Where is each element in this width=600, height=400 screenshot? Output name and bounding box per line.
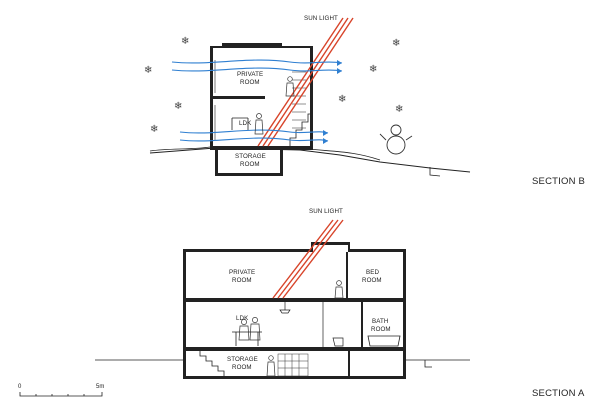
house-b-stair-treads <box>292 71 306 129</box>
sun-rays-b <box>257 17 354 147</box>
bathtub <box>367 335 401 347</box>
private-room-label-a-2: ROOM <box>232 277 252 284</box>
house-a-bath-partition <box>361 302 363 347</box>
airflow-upper-1 <box>171 59 343 64</box>
storage-b-right-wall <box>280 150 283 176</box>
svg-text:❄: ❄ <box>150 124 158 135</box>
house-a-skylight-right <box>348 242 350 252</box>
sun-rays-a <box>272 219 344 299</box>
bed-room-label-1: BED <box>366 269 379 276</box>
svg-text:❄: ❄ <box>181 36 189 47</box>
bed-room-label-2: ROOM <box>362 277 382 284</box>
svg-text:❄: ❄ <box>338 94 346 105</box>
airflow-arrows <box>323 60 342 144</box>
airflow-upper-2 <box>171 67 343 72</box>
dining-table <box>232 331 262 346</box>
toilet <box>332 337 344 347</box>
ldk-label-a: LDK <box>236 315 249 322</box>
house-b-table <box>231 117 249 130</box>
house-a-right-wall <box>403 249 406 379</box>
house-a-roof-right <box>350 249 406 252</box>
airflow-lower-2 <box>179 137 329 142</box>
basement-stair <box>199 351 225 376</box>
sun-light-label-b: SUN LIGHT <box>304 15 338 22</box>
section-b-title: SECTION B <box>532 176 585 187</box>
section-b: ❄ ❄ ❄ ❄ ❄ ❄ ❄ ❄ SUN LIGHT PRIVATE ROOM L… <box>144 15 585 187</box>
storage-room-label-b-1: STORAGE <box>235 153 266 160</box>
svg-text:❄: ❄ <box>369 64 377 75</box>
airflow-lower-1 <box>179 129 329 134</box>
sun-light-label-a: SUN LIGHT <box>309 208 343 215</box>
house-a-roof-left <box>183 249 311 252</box>
private-room-label-b-2: ROOM <box>240 79 260 86</box>
svg-text:❄: ❄ <box>174 101 182 112</box>
ground-step-a <box>424 360 432 368</box>
airflow-b <box>171 59 343 142</box>
house-a-left-wall <box>183 249 186 379</box>
scale-start-label: 0 <box>18 384 22 390</box>
people-a <box>238 280 344 377</box>
scale-line <box>19 392 103 397</box>
ldk-label-b: LDK <box>239 120 252 127</box>
house-b-roof-cap <box>222 43 282 47</box>
people-b <box>254 76 295 135</box>
private-room-label-b-1: PRIVATE <box>237 71 263 78</box>
svg-text:❄: ❄ <box>395 104 403 115</box>
house-b-right-wall <box>310 46 313 150</box>
storage-shelves <box>277 353 309 377</box>
ground-step-b <box>429 167 441 177</box>
storage-room-label-a-1: STORAGE <box>227 356 258 363</box>
house-b-ground-slab <box>210 146 313 150</box>
section-a-title: SECTION A <box>532 388 585 399</box>
bath-room-label-1: BATH <box>372 318 388 325</box>
snowflakes: ❄ ❄ ❄ ❄ ❄ ❄ ❄ ❄ <box>144 36 403 135</box>
snowman-icon <box>379 124 413 155</box>
house-a-skylight-roof <box>311 242 350 245</box>
house-a-upper-slab <box>186 298 403 302</box>
house-a-basement-partition <box>348 351 350 376</box>
storage-b-left-wall <box>215 150 218 176</box>
svg-text:❄: ❄ <box>144 65 152 76</box>
house-b-stair <box>289 113 312 146</box>
scale-bar: 0 5m <box>18 384 104 397</box>
house-b-floor-slab <box>213 96 265 99</box>
pendant-lamp <box>279 302 291 314</box>
house-b-left-wall <box>210 46 213 150</box>
section-a: SUN LIGHT PRIVATE ROOM BED ROOM LDK BATH… <box>95 208 585 399</box>
house-a-ground-slab <box>186 347 403 351</box>
house-a-bed-partition <box>346 252 348 298</box>
house-a-basement-floor <box>183 376 406 379</box>
ground-line-b <box>149 147 471 173</box>
storage-b-floor <box>215 173 283 176</box>
private-room-label-a-1: PRIVATE <box>229 269 255 276</box>
scale-end-label: 5m <box>96 384 104 390</box>
storage-room-label-b-2: ROOM <box>240 161 260 168</box>
storage-room-label-a-2: ROOM <box>232 364 252 371</box>
bath-room-label-2: ROOM <box>371 326 391 333</box>
svg-text:❄: ❄ <box>392 38 400 49</box>
